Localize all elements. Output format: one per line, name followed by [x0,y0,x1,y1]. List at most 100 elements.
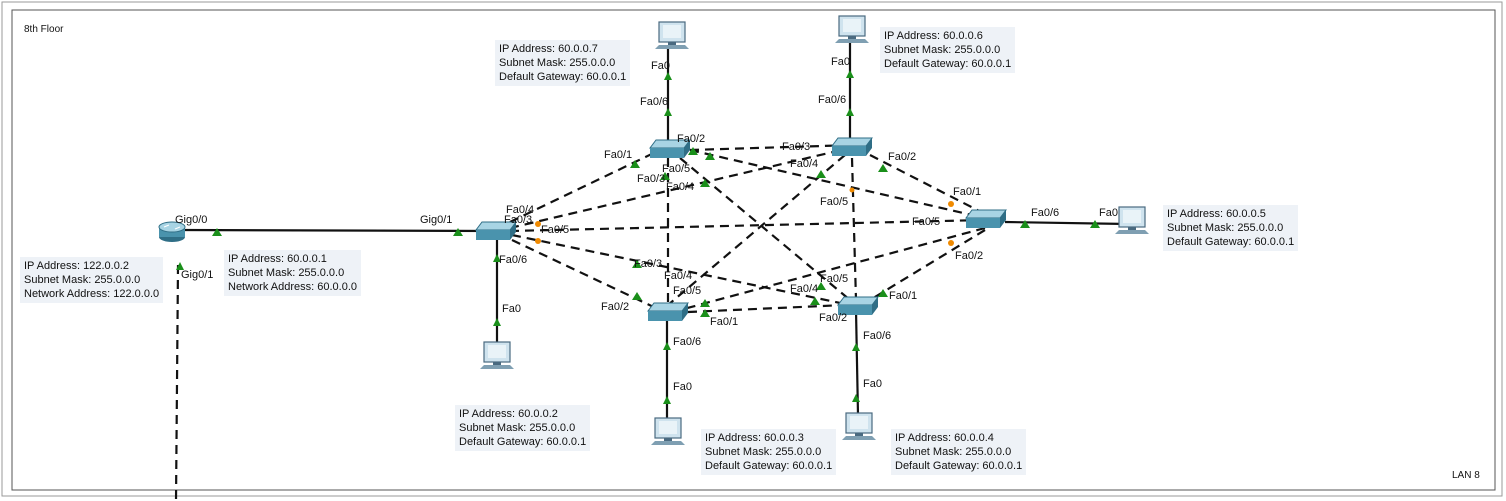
link-r-br[interactable] [869,229,986,301]
br-switch-port-fa02: Fa0/2 [819,312,848,324]
pc-mask: Subnet Mask: 255.0.0.0 [705,446,822,458]
pc-gateway: Default Gateway: 60.0.0.1 [499,71,627,83]
tl-switch-port-fa05: Fa0/5 [662,163,691,175]
pc4-port-label: Fa0 [863,378,882,390]
switch-topleft-icon [649,139,691,158]
switch-bottomleft-icon [647,302,689,321]
router-mask: Subnet Mask: 255.0.0.0 [24,274,141,286]
router-ip: IP Address: 122.0.0.2 [24,260,129,272]
router-info-note: IP Address: 122.0.0.2 Subnet Mask: 255.0… [20,257,164,303]
r-switch-port-fa06: Fa0/6 [1031,207,1060,219]
link-tl-br[interactable] [679,157,851,301]
pc-ip: IP Address: 60.0.0.5 [1167,208,1266,220]
pc-icons[interactable] [480,15,1149,445]
pc-mask: Subnet Mask: 255.0.0.0 [895,446,1012,458]
pc-60-0-0-2-icon [480,341,514,369]
switch-left-icon [475,221,517,240]
left-switch-port-fa05: Fa0/5 [541,224,570,236]
cable-router-switch[interactable] [179,228,494,233]
switch-topright-icon [831,137,873,156]
pc-ip: IP Address: 60.0.0.6 [884,30,983,42]
cable-router-down[interactable] [174,264,180,501]
link-l-tr[interactable] [509,146,851,230]
pc-ip: IP Address: 60.0.0.3 [705,432,804,444]
link-l-br[interactable] [511,233,851,307]
tl-switch-port-fa01: Fa0/1 [604,149,633,161]
bl-switch-port-fa03: Fa0/3 [634,258,663,270]
pc-gateway: Default Gateway: 60.0.0.1 [884,58,1012,70]
tr-switch-port-fa04: Fa0/4 [790,158,819,170]
left-switch-port-fa03: Fa0/3 [504,214,533,226]
switch-uplink-port: Gig0/1 [420,214,453,226]
br-switch-port-fa04: Fa0/4 [790,283,819,295]
uplink-info-note: IP Address: 60.0.0.1 Subnet Mask: 255.0.… [224,250,362,296]
bl-switch-port-fa01: Fa0/1 [710,316,739,328]
pc7-port-label: Fa0 [651,60,670,72]
uplink-network: Network Address: 60.0.0.0 [228,281,358,293]
pc-60-0-0-7-note: IP Address: 60.0.0.7 Subnet Mask: 255.0.… [495,40,631,86]
bl-switch-port-fa04: Fa0/4 [664,270,693,282]
pc-60-0-0-7-icon [655,21,689,49]
tr-switch-port-fa02: Fa0/2 [888,151,917,163]
link-tl-r[interactable] [689,148,986,220]
tl-switch-port-fa04: Fa0/4 [666,181,695,193]
pc-60-0-0-3-note: IP Address: 60.0.0.3 Subnet Mask: 255.0.… [701,429,837,475]
link-tr-r[interactable] [869,154,986,215]
pc-ip: IP Address: 60.0.0.2 [459,408,558,420]
tr-switch-port-fa06: Fa0/6 [818,94,847,106]
pc6-port-label: Fa0 [831,56,850,68]
router-icon[interactable] [158,221,186,242]
router-port-gig00: Gig0/0 [175,214,208,226]
pc2-port-label: Fa0 [502,303,521,315]
tl-switch-port-fa03: Fa0/3 [637,173,666,185]
link-l-r[interactable] [509,218,986,233]
pc-gateway: Default Gateway: 60.0.0.1 [459,436,587,448]
link-indicators [176,70,1100,404]
pc-mask: Subnet Mask: 255.0.0.0 [459,422,576,434]
link-tr-br[interactable] [850,157,858,301]
link-tr-bl[interactable] [667,154,846,306]
pc-60-0-0-2-note: IP Address: 60.0.0.2 Subnet Mask: 255.0.… [455,405,591,451]
pc-mask: Subnet Mask: 255.0.0.0 [884,44,1001,56]
tr-switch-port-fa05: Fa0/5 [820,196,849,208]
br-switch-port-fa06: Fa0/6 [863,330,892,342]
left-switch-port-fa06: Fa0/6 [499,254,528,266]
switch-right-icon [965,209,1007,228]
tl-switch-port-fa06: Fa0/6 [640,96,669,108]
pc-60-0-0-6-icon [835,15,869,43]
switch-icons[interactable] [475,137,1007,321]
left-switch-port-fa04: Fa0/4 [506,204,535,216]
bl-switch-port-fa02: Fa0/2 [601,301,630,313]
link-r-bl[interactable] [679,226,986,312]
tr-switch-port-fa03: Fa0/3 [782,141,811,153]
pc-mask: Subnet Mask: 255.0.0.0 [499,57,616,69]
uplink-mask: Subnet Mask: 255.0.0.0 [228,267,345,279]
pc-60-0-0-6-note: IP Address: 60.0.0.6 Subnet Mask: 255.0.… [880,27,1016,73]
tl-switch-port-fa02: Fa0/2 [677,133,706,145]
pc3-port-label: Fa0 [673,381,692,393]
lan-label: LAN 8 [1452,470,1480,481]
area-name-label: 8th Floor [24,24,64,35]
br-switch-port-fa01: Fa0/1 [889,290,918,302]
r-switch-port-fa02: Fa0/2 [955,250,984,262]
pc-60-0-0-4-note: IP Address: 60.0.0.4 Subnet Mask: 255.0.… [891,429,1027,475]
bl-switch-port-fa05: Fa0/5 [673,285,702,297]
pc-gateway: Default Gateway: 60.0.0.1 [895,460,1023,472]
switch-bottomright-icon [837,296,879,315]
area-frame [11,9,1496,491]
pc-mask: Subnet Mask: 255.0.0.0 [1167,222,1284,234]
pc-ip: IP Address: 60.0.0.4 [895,432,994,444]
bl-switch-port-fa06: Fa0/6 [673,336,702,348]
pc5-port-label: Fa0 [1099,207,1118,219]
router-network: Network Address: 122.0.0.0 [24,288,160,300]
pc-60-0-0-4-icon [842,412,876,440]
uplink-ip: IP Address: 60.0.0.1 [228,253,327,265]
br-switch-port-fa05: Fa0/5 [820,273,849,285]
r-switch-port-fa01: Fa0/1 [953,186,982,198]
link-bl-br[interactable] [687,303,846,314]
link-tl-tr[interactable] [689,143,856,152]
pc-60-0-0-5-icon [1115,206,1149,234]
